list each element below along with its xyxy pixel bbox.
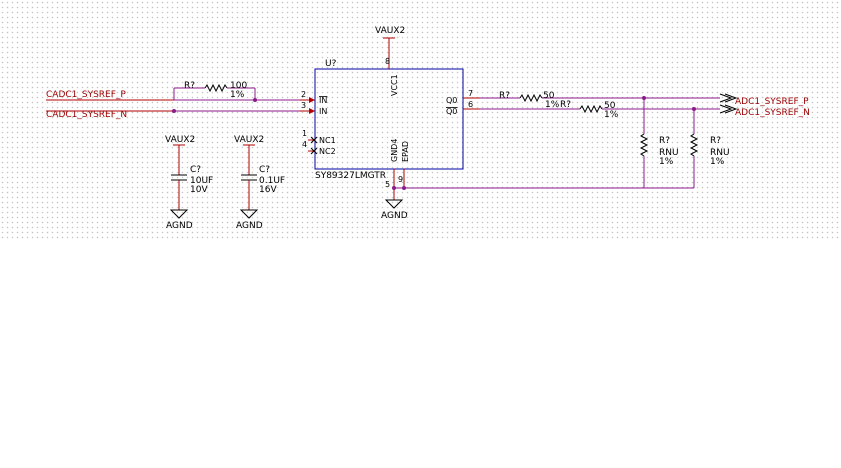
net-label-agnd-u: AGND	[381, 211, 408, 221]
pin-num-5: 5	[385, 180, 390, 189]
input-net-n[interactable]	[46, 108, 315, 114]
output-port-p[interactable]	[719, 93, 738, 103]
input-net-p[interactable]	[46, 88, 315, 103]
net-label-vaux2-c1: VAUX2	[165, 135, 195, 145]
net-label-vaux2-top: VAUX2	[375, 26, 405, 36]
ic-part-number: SY89327LMGTR	[315, 171, 386, 181]
net-label-agnd-c2: AGND	[236, 221, 263, 231]
c2-value: 0.1UF	[259, 176, 285, 186]
r-term-2-value: RNU	[710, 148, 730, 158]
pin-name-gnd4: GND4	[390, 139, 399, 162]
pin-num-9: 9	[398, 175, 403, 184]
r-out-p-ref: R?	[499, 91, 510, 101]
junction-gnd	[392, 186, 396, 190]
net-label-adc1-sysref-p: ADC1_SYSREF_P	[735, 97, 809, 107]
c1-ref: C?	[190, 165, 201, 175]
junction-r-in	[253, 98, 257, 102]
pin-num-6: 6	[468, 100, 473, 109]
r-out-p-tol: 1%	[545, 100, 560, 110]
r-in-value: 100	[230, 81, 247, 91]
blank-area	[0, 240, 841, 468]
pin-num-2: 2	[301, 90, 306, 99]
pin-name-in-bar: IN	[319, 107, 327, 116]
nc-pins	[308, 136, 318, 155]
capacitor-c2[interactable]	[239, 144, 259, 219]
r-out-n-ref: R?	[560, 100, 571, 110]
r-out-n-tol: 1%	[604, 110, 619, 120]
pin-num-8: 8	[385, 57, 390, 66]
r-out-n-value: 50	[604, 101, 616, 111]
pin-name-q0-bar: Q0	[446, 107, 457, 116]
r-term-1-value: RNU	[659, 148, 679, 158]
pin-name-nc2: NC2	[319, 147, 336, 156]
pin-num-3: 3	[301, 101, 306, 110]
junction-in-n	[172, 109, 176, 113]
pin-name-nc1: NC1	[319, 136, 336, 145]
agnd-symbol-u	[384, 199, 404, 209]
junction-epad	[402, 186, 406, 190]
pin-name-vcc1: VCC1	[390, 74, 399, 96]
r-term-1-tol: 1%	[659, 157, 674, 167]
net-label-vaux2-c2: VAUX2	[234, 135, 264, 145]
ic-ref: U?	[325, 59, 337, 69]
net-label-adc1-sysref-n: ADC1_SYSREF_N	[735, 108, 810, 118]
c2-voltage: 16V	[259, 185, 277, 195]
resistor-term-1[interactable]	[639, 98, 649, 188]
pin-name-epad: EPAD	[401, 141, 410, 162]
output-port-n[interactable]	[719, 104, 738, 114]
ic-u[interactable]	[314, 68, 464, 170]
vcc-pin	[383, 37, 395, 69]
resistor-term-2[interactable]	[689, 109, 699, 188]
net-label-cadc1-sysref-n: CADC1_SYSREF_N	[46, 110, 127, 120]
gnd-pins	[393, 169, 694, 200]
net-label-agnd-c1: AGND	[166, 221, 193, 231]
r-term-2-ref: R?	[710, 136, 721, 146]
pin-name-q0: Q0	[446, 96, 457, 105]
r-term-1-ref: R?	[659, 136, 670, 146]
r-term-2-tol: 1%	[710, 157, 725, 167]
pin-name-in: IN	[319, 96, 327, 105]
r-out-p-value: 50	[543, 91, 555, 101]
r-in-ref: R?	[184, 81, 195, 91]
c2-ref: C?	[259, 165, 270, 175]
capacitor-c1[interactable]	[169, 144, 189, 219]
net-label-cadc1-sysref-p: CADC1_SYSREF_P	[46, 90, 126, 100]
pin-num-1: 1	[302, 129, 307, 138]
c1-value: 10UF	[190, 176, 213, 186]
output-net-n[interactable]	[463, 104, 720, 114]
output-net-p[interactable]	[463, 93, 720, 103]
r-in-tol: 1%	[230, 90, 245, 100]
c1-voltage: 10V	[190, 185, 208, 195]
pin-num-7: 7	[468, 89, 473, 98]
pin-num-4: 4	[302, 140, 307, 149]
